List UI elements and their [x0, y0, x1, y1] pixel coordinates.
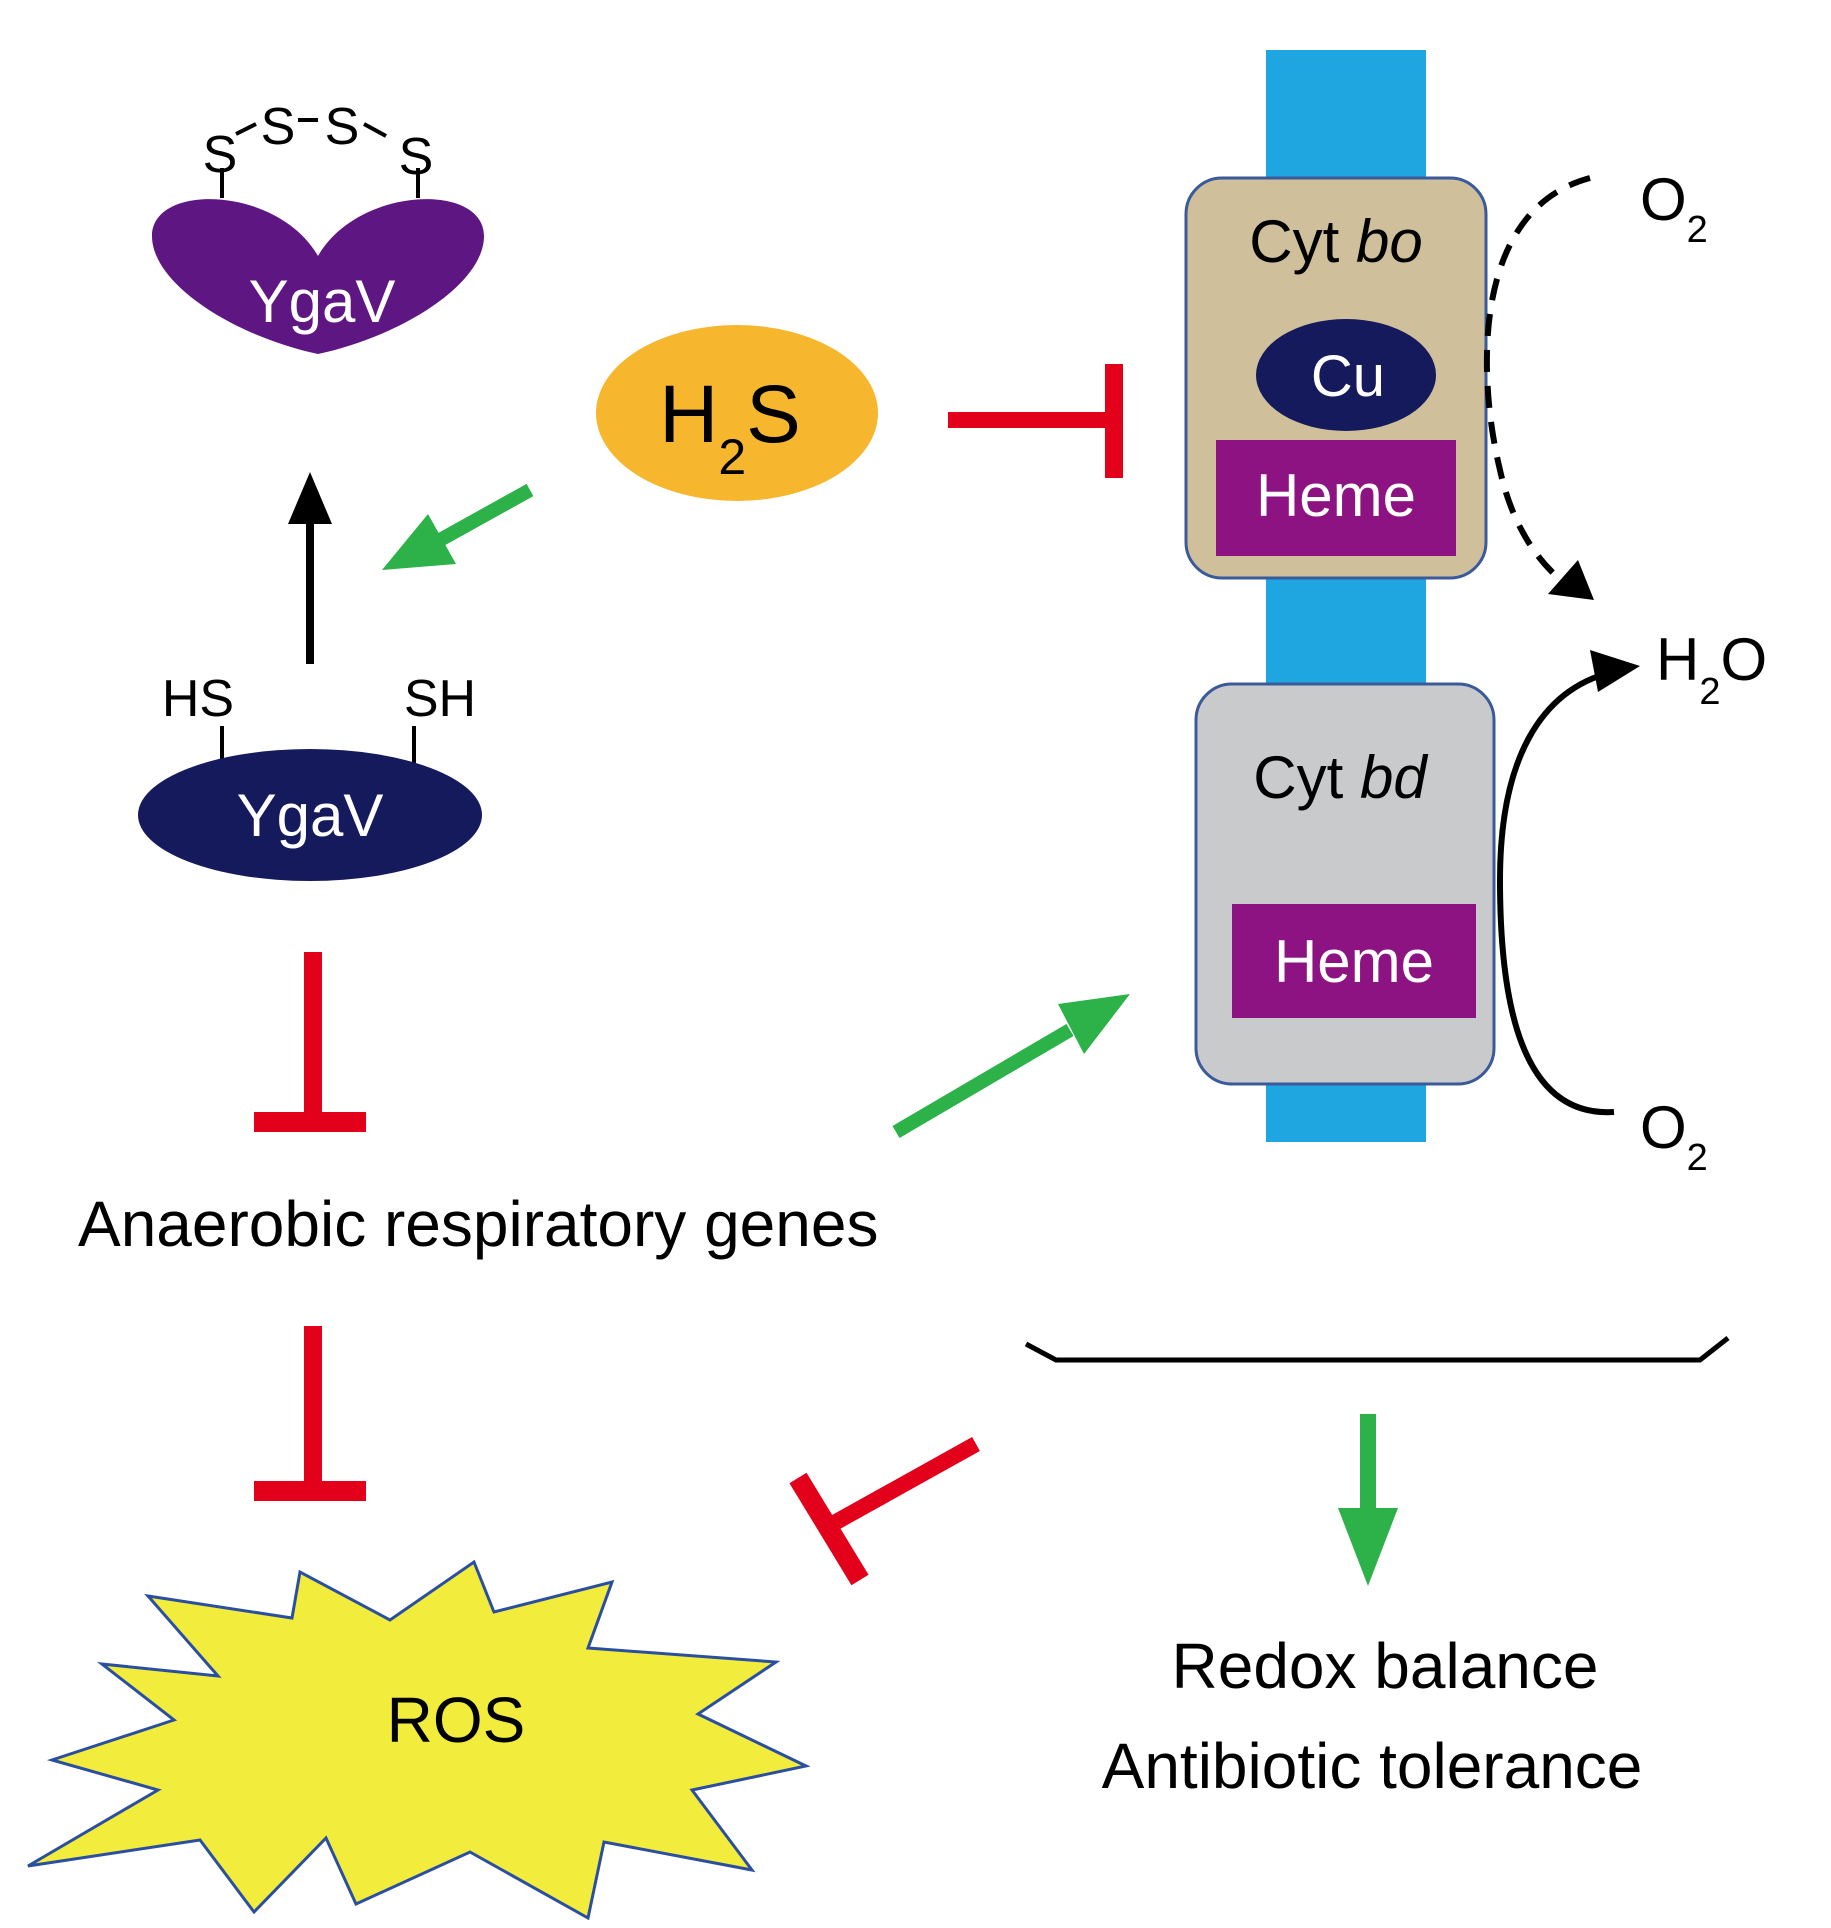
sulfur-atom-1: S: [203, 126, 238, 184]
sulfur-bond: [235, 122, 257, 136]
ros-starburst-shape: [27, 1559, 811, 1921]
h2s-activates-ygav-arrow: [382, 483, 534, 570]
cyt-bd-label: Cyt bd: [1253, 744, 1428, 811]
cytochromes-activate-outcomes-arrow: [1338, 1414, 1398, 1586]
copper-center: [1256, 319, 1436, 431]
right-thiol-label: SH: [404, 670, 476, 728]
cyt-bo-oxygen-path: [1483, 175, 1594, 600]
cyt-bo-heme: [1216, 440, 1456, 556]
reduced-ygav-label: YgaV: [237, 782, 384, 849]
oxidized-ygav: YgaV S S S S: [152, 98, 484, 354]
genes-inhibit-ros: [254, 1326, 366, 1501]
genes-activate-cyt-bd-arrow: [892, 994, 1130, 1139]
ros-label: ROS: [387, 1684, 526, 1756]
sulfur-bond: [363, 122, 387, 138]
cyt-bd-heme-label: Heme: [1274, 928, 1434, 995]
left-thiol-label: HS: [162, 670, 234, 728]
h2s-ellipse: [596, 325, 878, 501]
cyt-bd-heme: [1232, 904, 1476, 1018]
sulfur-atom-3: S: [325, 98, 360, 156]
cyt-bo-complex: Cyt bo Cu Heme: [1184, 176, 1488, 580]
h2s-molecule: H2S: [596, 325, 878, 501]
oxidized-ygav-label: YgaV: [249, 268, 396, 335]
reduced-ygav: HS SH YgaV: [138, 670, 482, 881]
h2s-label: H2S: [659, 369, 801, 485]
cytochromes-inhibit-ros: [789, 1437, 980, 1586]
cyt-bo-heme-label: Heme: [1256, 462, 1416, 529]
copper-label: Cu: [1311, 344, 1385, 409]
cytochrome-bracket: [1024, 1336, 1730, 1363]
ygav-inhibits-genes: [254, 952, 366, 1132]
reduced-ygav-ellipse: [138, 749, 482, 881]
anaerobic-genes-label: Anaerobic respiratory genes: [78, 1188, 878, 1260]
cyt-bo-label: Cyt bo: [1249, 208, 1422, 275]
sulfur-atom-4: S: [399, 128, 434, 186]
outcome-redox-balance: Redox balance: [1172, 1630, 1599, 1702]
sulfur-atom-2: S: [261, 98, 296, 156]
oxygen-top-label: O2: [1640, 166, 1708, 251]
ros-burst: ROS: [27, 1559, 811, 1921]
cyt-bd-complex: Cyt bd Heme: [1194, 682, 1496, 1086]
water-label: H2O: [1656, 626, 1767, 713]
h2s-inhibits-cyt-bo: [948, 364, 1123, 478]
oxygen-bottom-label: O2: [1640, 1094, 1708, 1179]
outcome-antibiotic-tolerance: Antibiotic tolerance: [1102, 1730, 1643, 1802]
oxidation-arrow: [288, 472, 332, 664]
cyt-bd-oxygen-path: [1496, 650, 1640, 1116]
oxidized-ygav-shape: [152, 199, 484, 354]
